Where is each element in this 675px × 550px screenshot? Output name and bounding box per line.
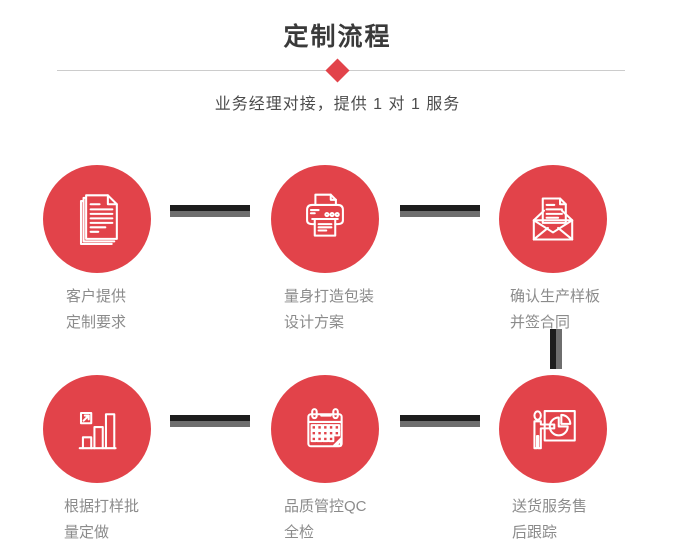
printer-icon: [306, 193, 344, 237]
connector-step5-step6: [400, 415, 480, 427]
step-label: 送货服务售 后跟踪: [512, 498, 588, 541]
envelope-icon: [532, 197, 574, 241]
presentation-icon: [533, 410, 576, 450]
step-circle-envelope: [499, 165, 607, 273]
connector-step1-step2: [170, 205, 250, 217]
documents-icon: [79, 194, 118, 245]
diamond-icon: [325, 58, 350, 83]
step-label: 客户提供 定制要求: [66, 288, 127, 331]
bar-chart-icon: [78, 411, 117, 450]
step-circle-printer: [271, 165, 379, 273]
step-circle-documents: [43, 165, 151, 273]
page-subtitle: 业务经理对接，提供 1 对 1 服务: [214, 96, 461, 113]
step-label: 品质管控QC 全检: [284, 498, 367, 541]
step-label: 根据打样批 量定做: [64, 498, 140, 541]
step-circle-presentation: [499, 375, 607, 483]
connector-step2-step3: [400, 205, 480, 217]
step-circle-bar-chart: [43, 375, 151, 483]
step-label: 量身打造包装 设计方案: [284, 288, 375, 331]
step-label: 确认生产样板 并签合同: [510, 288, 601, 331]
page-title: 定制流程: [283, 23, 392, 51]
connector-step3-step6: [550, 329, 562, 369]
calendar-icon: [307, 408, 343, 448]
step-circle-calendar: [271, 375, 379, 483]
connector-step4-step5: [170, 415, 250, 427]
